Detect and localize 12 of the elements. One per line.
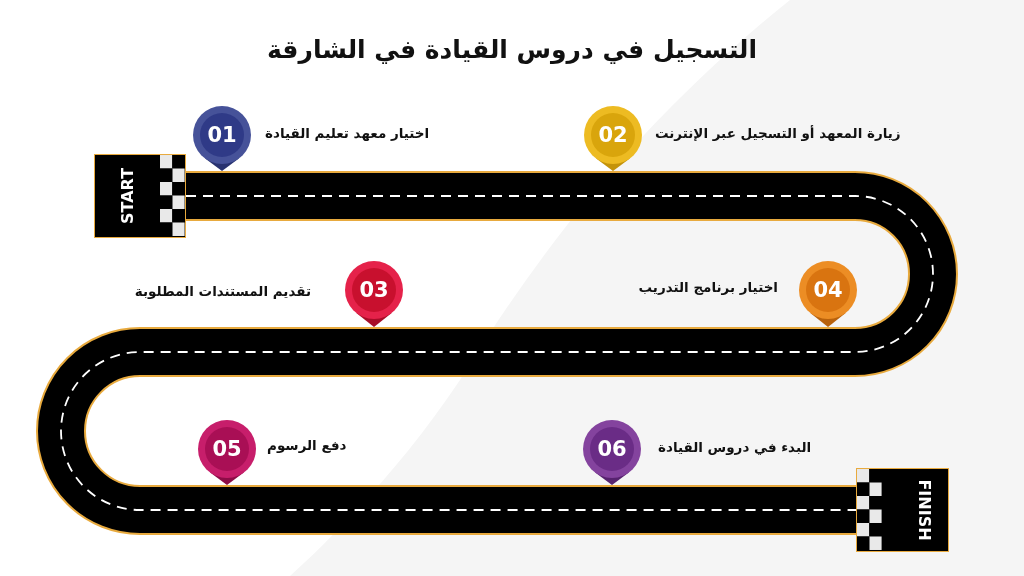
road (36, 171, 958, 535)
step-label: اختيار برنامج التدريب (638, 278, 778, 297)
step-label: تقديم المستندات المطلوبة (134, 282, 311, 301)
flag-label: FINISH (915, 479, 933, 541)
flag-box (856, 468, 949, 552)
step-label: اختيار معهد تعليم القيادة (265, 124, 430, 143)
flag-label: START (119, 167, 137, 225)
flag-box (94, 154, 186, 238)
step-label: زيارة المعهد أو التسجيل عبر الإنترنت (655, 124, 901, 143)
step-label: البدء في دروس القيادة (658, 438, 812, 457)
step-label: دفع الرسوم (267, 436, 347, 455)
title: التسجيل في دروس القيادة في الشارقة (266, 34, 758, 66)
